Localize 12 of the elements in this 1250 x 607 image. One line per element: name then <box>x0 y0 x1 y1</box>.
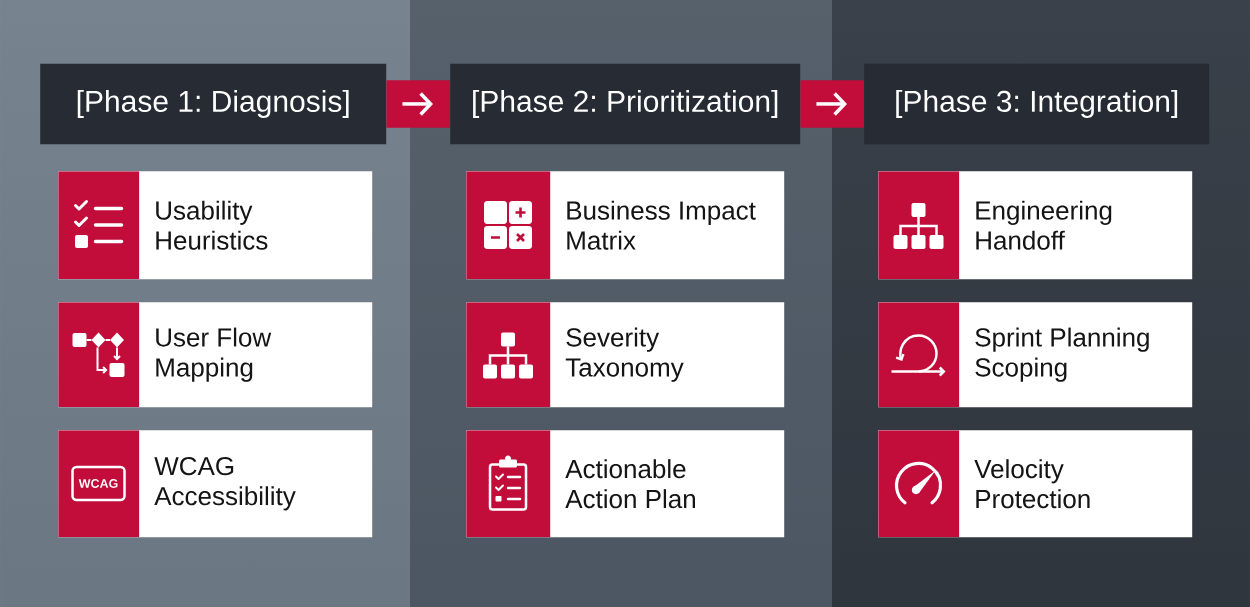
process-card: Actionable Action Plan <box>466 430 785 538</box>
phase-header: [Phase 1: Diagnosis] <box>40 63 387 145</box>
process-card: Sprint Planning Scoping <box>878 302 1193 408</box>
process-card: Engineering Handoff <box>878 171 1193 280</box>
badge: WCAG <box>71 465 126 502</box>
phase-header: [Phase 3: Integration] <box>864 63 1210 145</box>
process-card: Usability Heuristics <box>58 171 373 280</box>
process-card: Business Impact Matrix <box>466 171 785 280</box>
phase-header: [Phase 2: Prioritization] <box>450 63 801 145</box>
process-card: Velocity Protection <box>878 430 1193 538</box>
process-card: Severity Taxonomy <box>466 302 785 408</box>
process-card: User Flow Mapping <box>58 302 373 408</box>
